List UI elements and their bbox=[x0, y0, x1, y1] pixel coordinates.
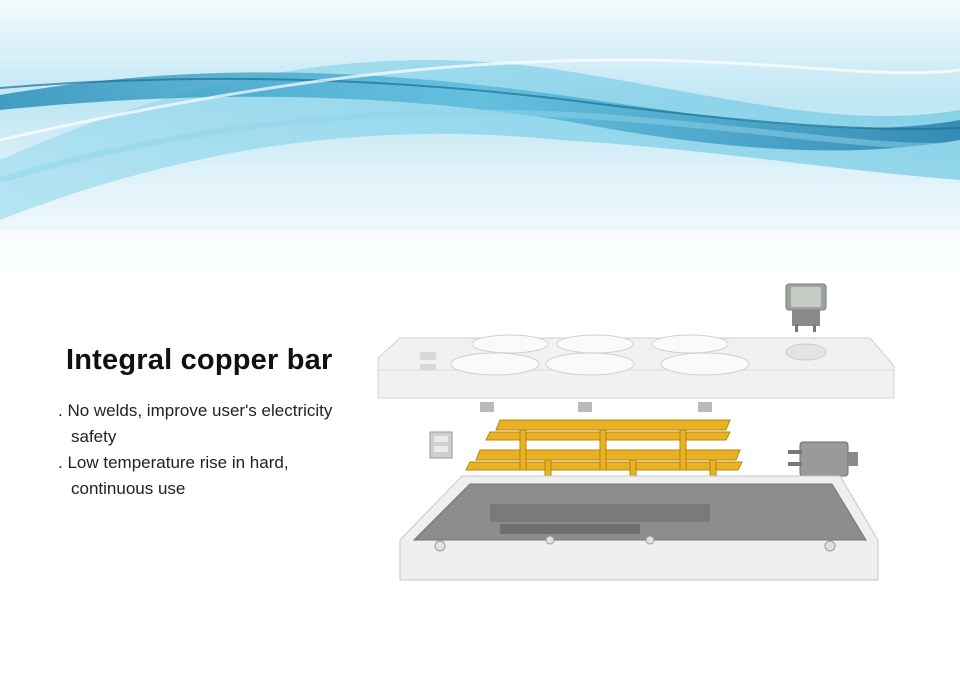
feature-list: . No welds, improve user's electricity s… bbox=[58, 398, 358, 502]
feature-item: . No welds, improve user's electricity s… bbox=[58, 401, 333, 446]
rocker-switch-image bbox=[785, 283, 827, 332]
base-housing-image bbox=[399, 475, 879, 581]
wave-banner bbox=[0, 0, 960, 290]
power-inlet-image bbox=[788, 441, 858, 477]
headline: Integral copper bar bbox=[66, 344, 333, 376]
usb-module-image bbox=[429, 431, 453, 459]
power-strip-illustration bbox=[377, 283, 895, 581]
feature-item: . Low temperature rise in hard, continuo… bbox=[58, 453, 289, 498]
top-housing-image bbox=[377, 334, 895, 412]
